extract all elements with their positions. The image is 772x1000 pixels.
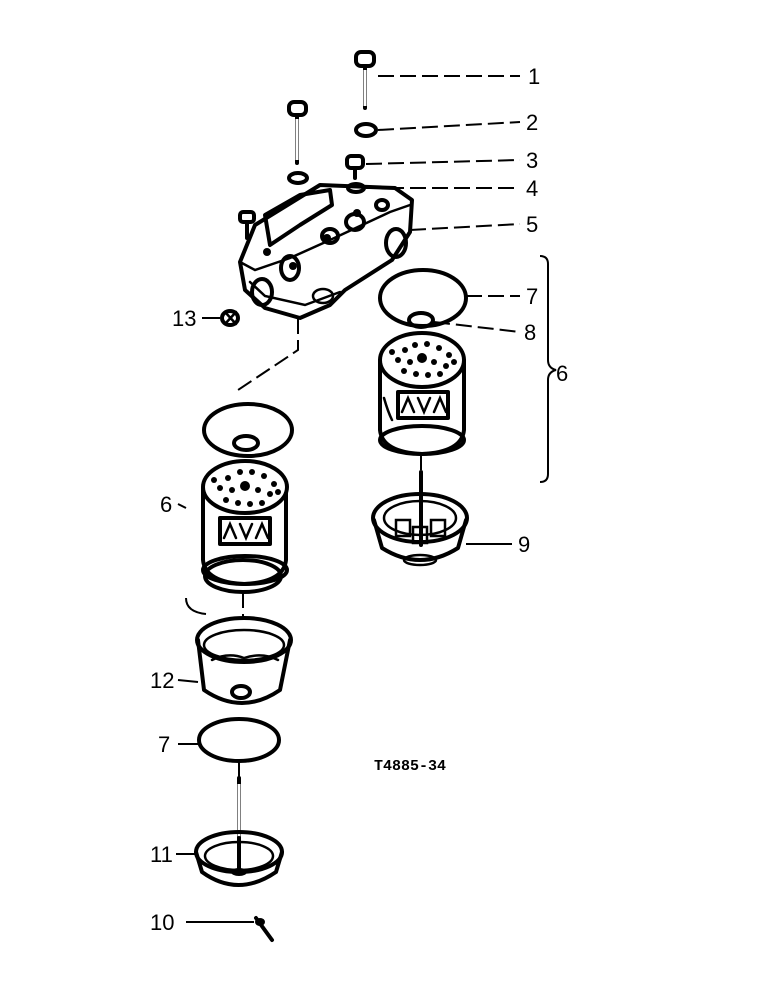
callout-4: 4 (526, 176, 538, 201)
callout-5: 5 (526, 212, 538, 237)
callout-2: 2 (526, 110, 538, 135)
part-1-long-bolt (354, 50, 376, 110)
part-7-seal-ring-lower (197, 717, 281, 763)
part-3-vent-screw (345, 154, 365, 180)
callout-1: 1 (528, 64, 540, 89)
callout-9: 9 (518, 532, 530, 557)
part-12-sediment-bowl (195, 616, 293, 705)
callout-13: 13 (172, 306, 196, 331)
plug-screw (238, 210, 256, 240)
part-2-washer (354, 122, 378, 138)
callout-3: 3 (526, 148, 538, 173)
part-6-filter-element-left (201, 459, 289, 586)
part-7-seal-ring-upper (378, 268, 468, 328)
part-8-o-ring (407, 311, 435, 329)
cover-bolt (287, 100, 309, 185)
reference-code: T4885-34 (374, 758, 446, 775)
seal-ring-left-upper (202, 402, 294, 458)
callout-8: 8 (524, 320, 536, 345)
part-13-bleed-plug (220, 309, 240, 327)
callouts: 1 2 3 4 5 6 7 8 9 13 6 12 7 11 10 (150, 64, 568, 935)
callout-6-right: 6 (556, 361, 568, 386)
callout-7-left: 7 (158, 732, 170, 757)
part-5-filter-head (238, 183, 414, 320)
callout-10: 10 (150, 910, 174, 935)
callout-7-right: 7 (526, 284, 538, 309)
part-10-drain-screw (254, 916, 274, 942)
part-9-base-bowl (371, 470, 469, 567)
callout-11: 11 (150, 842, 173, 867)
leader-lines (176, 75, 521, 923)
callout-12: 12 (150, 668, 174, 693)
part-6-filter-element-right (378, 331, 466, 456)
part-11-base-stud (194, 776, 284, 887)
callout-6-left: 6 (160, 492, 172, 517)
